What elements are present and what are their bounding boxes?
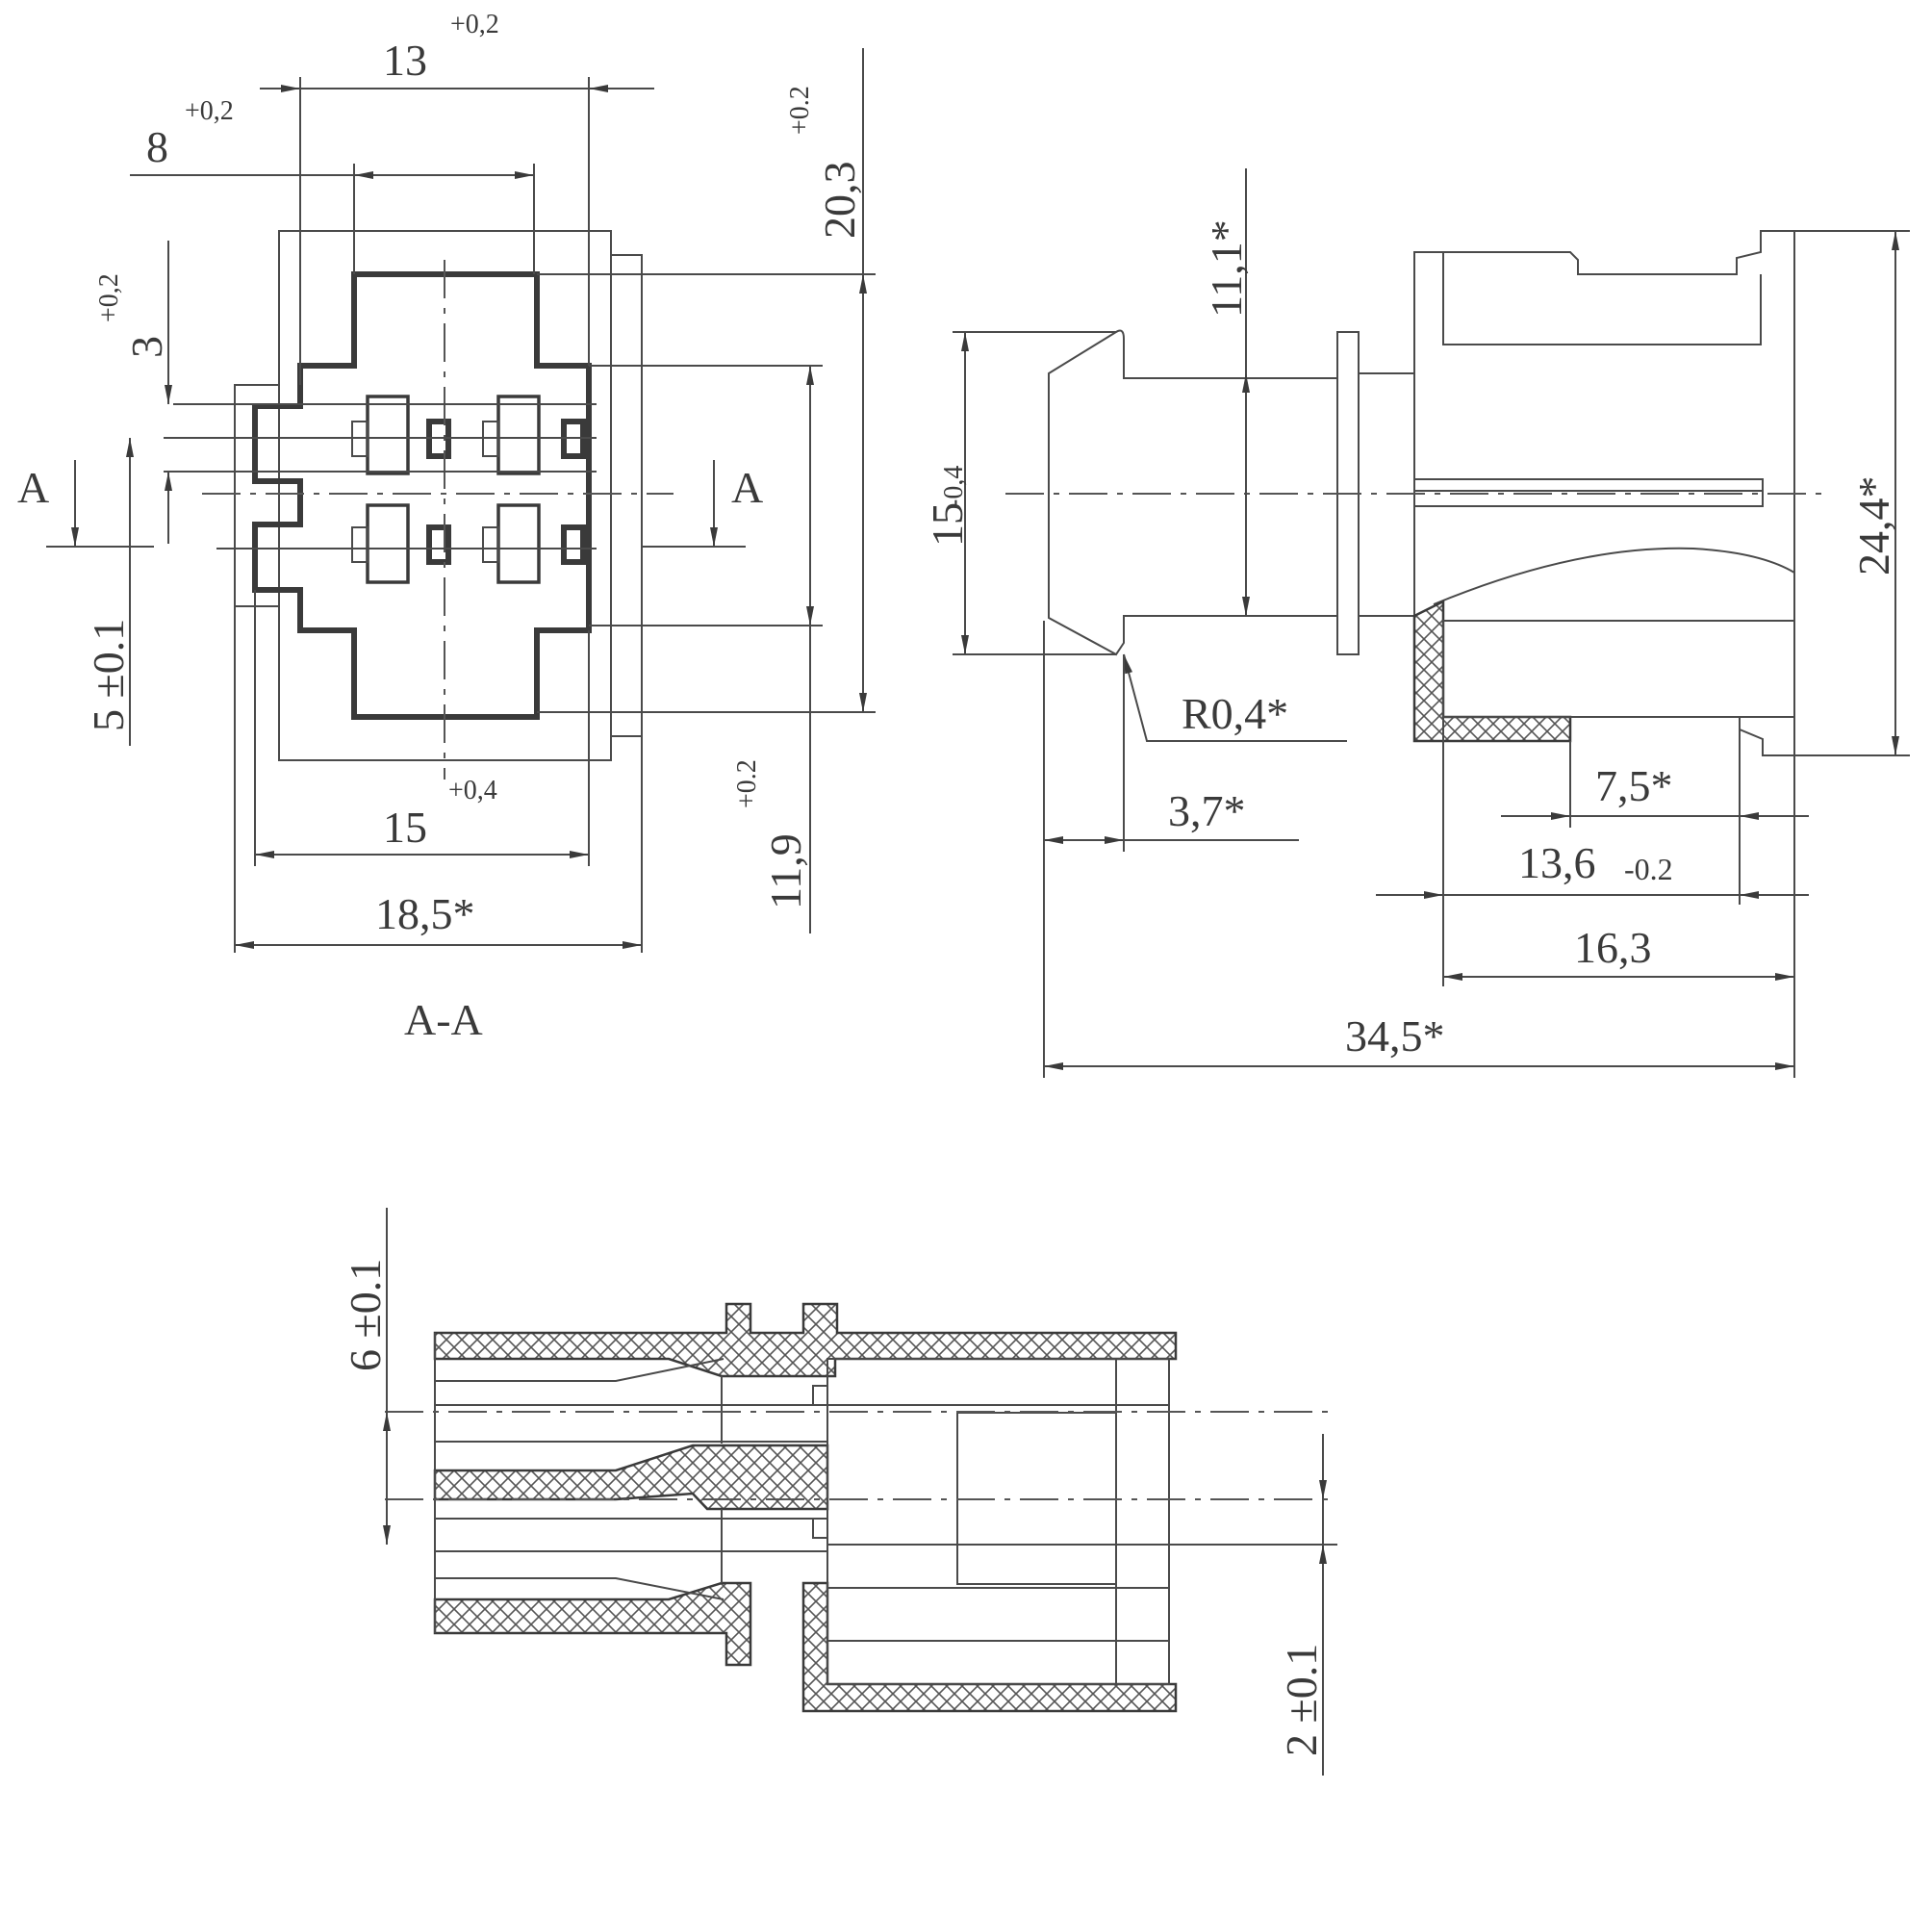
dim-5: 5 ±0.1	[84, 619, 133, 731]
side-dim-15: 15	[923, 502, 972, 547]
side-view: 11,1* 15 -0,4 24,4* R0,4* 3,7* 7,5*	[923, 168, 1910, 1078]
dim-20-3: 20,3	[815, 162, 864, 240]
section-label: A-A	[404, 995, 483, 1044]
dim-15: 15	[383, 803, 427, 852]
side-latch-curve	[1433, 547, 1795, 605]
bottom-receptacle	[826, 1358, 1170, 1685]
radius-label: R0,4*	[1182, 689, 1288, 738]
dim-3: 3	[122, 336, 171, 358]
tol-15: +0,4	[448, 776, 497, 805]
side-top-window	[1442, 252, 1762, 345]
dim-2: 2 ±0.1	[1277, 1644, 1326, 1756]
front-cavity-outline	[252, 271, 592, 720]
front-side-tab-left	[234, 384, 279, 607]
bottom-channels	[435, 1358, 828, 1600]
dim-11-9: 11,9	[761, 833, 810, 909]
dim-13: 13	[383, 36, 427, 85]
tol-11-9: +0.2	[732, 759, 762, 808]
bottom-shell-right	[801, 1581, 1178, 1713]
tol-20-3: +0.2	[785, 86, 815, 135]
dim-11-1: 11,1*	[1202, 219, 1251, 318]
dim-6: 6 ±0.1	[341, 1259, 390, 1371]
tol-13: +0,2	[450, 10, 499, 39]
dim-13-6: 13,6	[1518, 838, 1596, 887]
tol-8: +0,2	[185, 96, 234, 126]
side-tol-15: -0,4	[939, 466, 969, 508]
front-view: A A 13 +0,2 8 +0,2 3 +0,2 5 ±0.1 20,3 +0…	[17, 10, 876, 1044]
section-mark-left: A	[17, 463, 49, 512]
dim-7-5: 7,5*	[1595, 761, 1673, 810]
dim-34-5: 34,5*	[1345, 1011, 1445, 1061]
side-nose	[1048, 329, 1338, 656]
dim-24-4: 24,4*	[1849, 476, 1898, 576]
dim-16-3: 16,3	[1574, 923, 1652, 972]
bottom-view: 6 ±0.1 2 ±0.1	[341, 1208, 1337, 1776]
dim-8: 8	[146, 122, 168, 171]
dim-3-7: 3,7*	[1168, 786, 1246, 835]
tol-3: +0,2	[94, 273, 124, 322]
section-mark-right: A	[731, 463, 763, 512]
front-outer-housing	[278, 230, 612, 761]
dim-18-5: 18,5*	[375, 889, 475, 938]
bottom-shell-bottom	[433, 1581, 752, 1667]
front-flange	[610, 254, 643, 737]
bottom-shell-top	[433, 1302, 1178, 1378]
tol-13-6: -0.2	[1624, 852, 1673, 886]
contact-pins	[351, 395, 586, 584]
side-hatched-wall	[1412, 599, 1572, 743]
